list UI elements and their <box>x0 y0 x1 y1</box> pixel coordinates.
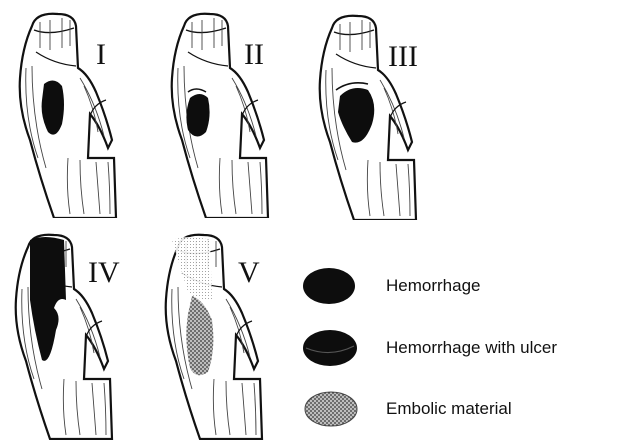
panel-iii: III <box>320 16 418 220</box>
panel-ii: II <box>172 14 268 218</box>
panel-label-i: I <box>96 38 106 71</box>
lesion-iv <box>30 237 66 361</box>
panel-i: I <box>20 14 116 218</box>
lesion-iii <box>338 88 374 143</box>
legend-label-hemorrhage-ulcer: Hemorrhage with ulcer <box>386 338 557 358</box>
panel-label-v: V <box>238 256 260 289</box>
legend-label-hemorrhage: Hemorrhage <box>386 276 481 296</box>
legend-label-embolic: Embolic material <box>386 399 512 419</box>
panel-iv: IV <box>16 235 120 439</box>
panel-label-iv: IV <box>88 256 120 289</box>
panel-label-iii: III <box>388 40 418 73</box>
legend-swatch-embolic <box>305 392 357 426</box>
embolic-material-v <box>186 296 213 375</box>
legend-swatch-hemorrhage <box>303 268 355 304</box>
legend <box>303 268 357 426</box>
lesion-i <box>42 80 64 134</box>
panel-v: V <box>166 235 262 439</box>
panel-label-ii: II <box>244 38 264 71</box>
lesion-ii <box>186 94 209 137</box>
